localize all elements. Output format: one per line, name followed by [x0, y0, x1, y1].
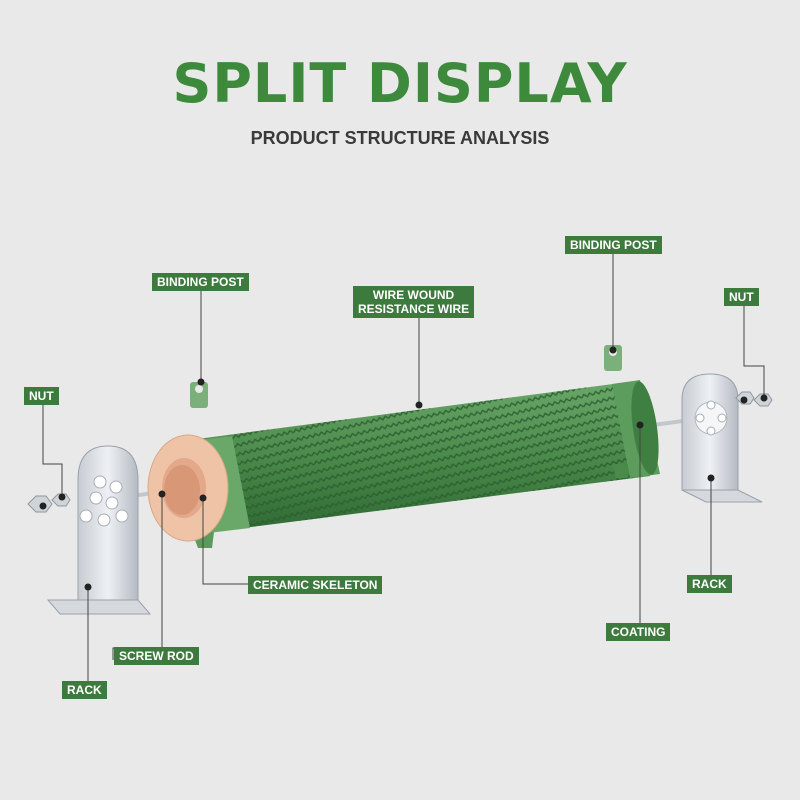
label-binding-post-right: BINDING POST: [565, 236, 662, 254]
label-ceramic-skeleton: CERAMIC SKELETON: [248, 576, 383, 594]
label-wire-line2: RESISTANCE WIRE: [358, 302, 470, 316]
resistor-body: [182, 380, 660, 548]
label-screw-rod: SCREW ROD: [114, 647, 199, 665]
label-nut-right: NUT: [724, 288, 759, 306]
label-rack-left: RACK: [62, 681, 107, 699]
page-subtitle: PRODUCT STRUCTURE ANALYSIS: [250, 128, 550, 148]
label-wire-wound: WIRE WOUND RESISTANCE WIRE: [353, 286, 475, 318]
callout-dots: [39, 346, 768, 591]
label-rack-right: RACK: [687, 575, 732, 593]
label-nut-left: NUT: [24, 387, 59, 405]
rack-right-shape: [681, 373, 763, 503]
ceramic-skeleton: [147, 434, 229, 542]
label-coating: COATING: [606, 623, 671, 641]
label-wire-line1: WIRE WOUND: [372, 288, 455, 302]
page-title: SPLIT DISPLAY: [172, 52, 628, 115]
label-binding-post-left: BINDING POST: [152, 273, 249, 291]
rack-left-shape: [46, 445, 152, 615]
binding-post-left-shape: [190, 382, 208, 408]
